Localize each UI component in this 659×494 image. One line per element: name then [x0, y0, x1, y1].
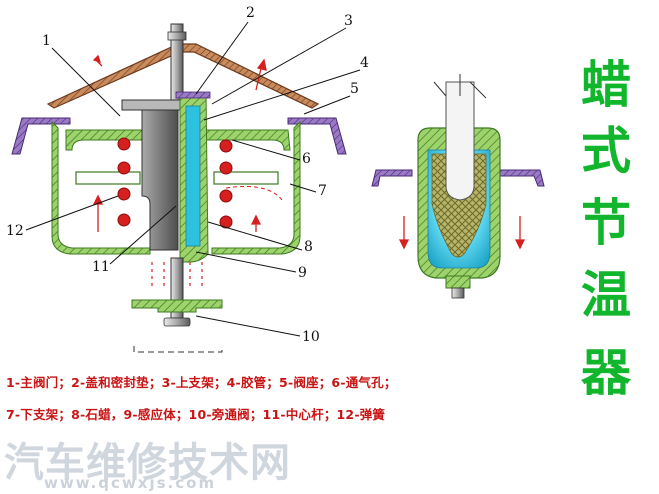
- callout-7: 7: [318, 183, 327, 199]
- steel-housing: [123, 103, 179, 251]
- rod-cap: [167, 31, 187, 41]
- valve-seat: [11, 117, 71, 155]
- main-valve-disc-right: [205, 129, 291, 151]
- title-char-1: 蜡: [581, 56, 631, 114]
- spring-coil: [117, 137, 131, 151]
- flow-arrow-icon: [92, 54, 102, 64]
- callout-4: 4: [360, 55, 369, 71]
- leader-line-4: [203, 69, 361, 121]
- inner-plate-right: [213, 171, 279, 185]
- callout-2: 2: [246, 5, 255, 21]
- leader-line-12: [25, 195, 119, 231]
- callout-10: 10: [302, 329, 320, 345]
- rod-end: [163, 317, 191, 327]
- lower-stem: [445, 275, 471, 289]
- spring-arc: [225, 186, 283, 201]
- callout-5: 5: [350, 81, 359, 97]
- flow-arrow-icon: [250, 214, 262, 225]
- rod-hatch-line: [433, 81, 447, 97]
- spring-coil: [117, 187, 131, 201]
- push-rod: [445, 81, 475, 201]
- legend-line-2: 7-下支架；8-石蜡，9-感应体；10-旁通阀；11-中心杆；12-弹簧: [6, 407, 386, 422]
- steel-housing-top: [121, 99, 183, 111]
- flow-arrow-icon: [92, 194, 104, 205]
- watermark-url: www.qcwxjs.com: [44, 474, 217, 492]
- title-char-5: 器: [581, 344, 631, 402]
- bypass-dashed: [133, 346, 223, 353]
- rod-hatch-line: [469, 81, 487, 99]
- leader-line-6: [231, 139, 301, 161]
- main-valve-disc: [65, 129, 151, 151]
- callout-3: 3: [344, 13, 353, 29]
- leader-line-3: [211, 27, 347, 105]
- title-char-3: 节: [581, 194, 631, 252]
- flow-arrow-icon: [256, 58, 267, 71]
- callout-11: 11: [92, 259, 110, 275]
- spring-coil: [219, 189, 233, 203]
- main-thermostat-section: [11, 21, 361, 353]
- flow-arrow-icon: [514, 239, 526, 250]
- spring-coil: [219, 139, 233, 153]
- bypass-valve: [131, 299, 223, 313]
- leader-line-7: [289, 183, 317, 193]
- spring-coil: [117, 161, 131, 175]
- lower-stem-tip: [451, 287, 465, 299]
- wax-element-section: [371, 74, 545, 299]
- upper-bracket: [46, 43, 320, 109]
- title-char-2: 式: [581, 122, 631, 180]
- callout-9: 9: [298, 265, 307, 281]
- title-char-4: 温: [581, 266, 631, 324]
- flow-arrows-right: [398, 216, 526, 250]
- rubber-tube: [185, 105, 201, 247]
- leader-line-1: [51, 47, 121, 117]
- flow-arrow-icon: [398, 239, 410, 250]
- spring-coil: [219, 215, 233, 229]
- valve-seat-right: [287, 117, 347, 155]
- lower-bracket-right: [211, 120, 301, 255]
- leader-line-10: [195, 315, 301, 337]
- spring-coils: [117, 137, 233, 229]
- wax-seat-flange: [371, 169, 413, 187]
- leader-line-11: [109, 205, 177, 265]
- wax-seat-flange-right: [497, 169, 545, 187]
- spring-coil: [219, 161, 233, 175]
- leader-line-8: [207, 221, 303, 251]
- leader-lines: [25, 21, 361, 337]
- spring-coil: [117, 213, 131, 227]
- flow-dashes: [151, 262, 203, 290]
- callout-8: 8: [304, 239, 313, 255]
- callout-1: 1: [42, 33, 51, 49]
- watermark-text: 汽车维修技术网: [4, 440, 291, 486]
- inner-plate-left: [75, 171, 141, 185]
- leader-line-5: [303, 95, 351, 115]
- leader-line-2: [195, 21, 249, 95]
- callout-12: 12: [6, 223, 24, 239]
- leader-line-9: [195, 251, 297, 273]
- legend-line-1: 1-主阀门；2-盖和密封垫；3-上支架；4-胶管；5-阀座；6-通气孔；: [6, 375, 397, 390]
- callout-6: 6: [302, 151, 311, 167]
- gasket-purple: [175, 91, 211, 99]
